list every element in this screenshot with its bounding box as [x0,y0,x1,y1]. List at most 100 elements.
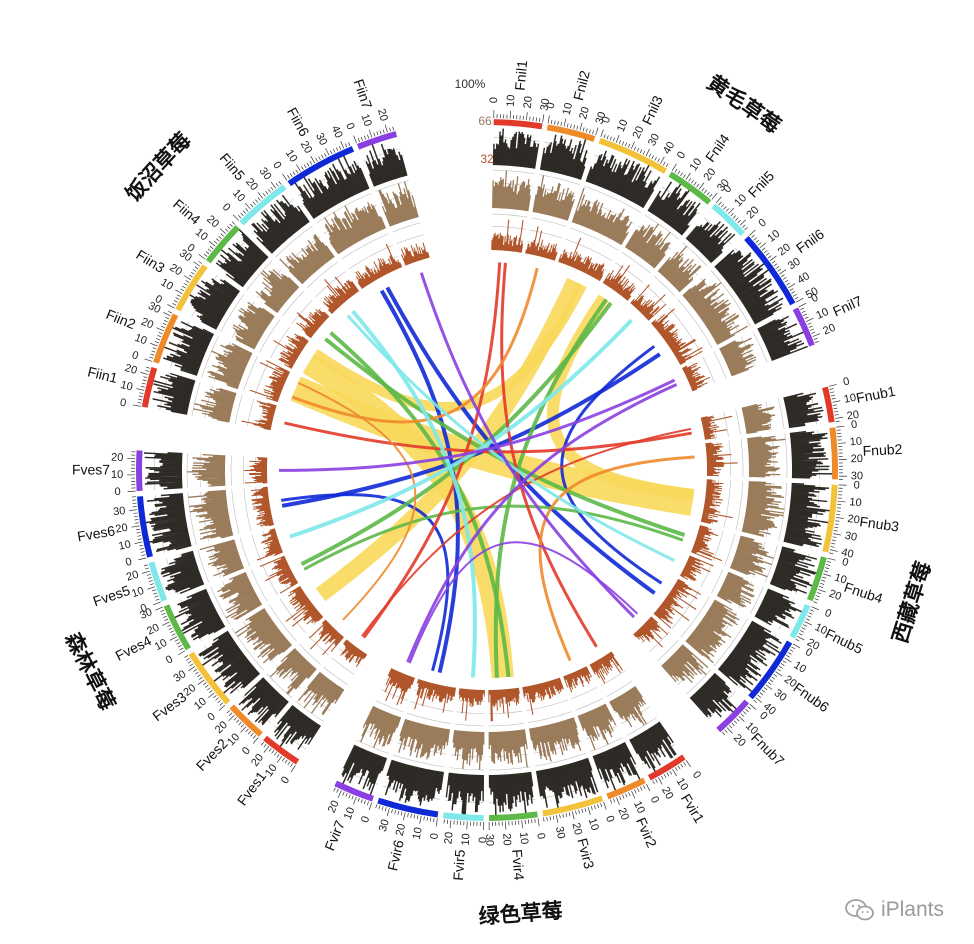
track-gridline [531,217,567,227]
track-gridline [615,262,644,283]
track-gridline [270,326,290,359]
density-bars [365,142,408,187]
synteny-link [538,455,695,662]
axis-tick [175,297,180,300]
tick-label: 30 [113,505,127,518]
tick-label: 50 [804,285,820,301]
axis-tick [654,156,657,161]
density-bars [259,555,299,594]
axis-tick [833,533,842,536]
track-gridline [488,766,531,771]
tick-label: 20 [125,569,140,584]
axis-tick [169,636,178,641]
track-gridline [656,640,679,662]
tick-label: 10 [732,192,749,209]
axis-tick [755,239,760,243]
axis-tick [435,818,438,827]
tick-label: 40 [840,546,855,560]
density-bars [492,128,540,169]
axis-tick [660,156,665,164]
axis-tick [829,549,838,552]
axis-tick [379,130,382,135]
track-gridline [258,401,266,429]
axis-tick [214,240,218,245]
tick-label: 10 [153,637,169,653]
track-gridline [396,234,424,244]
axis-tick [585,128,588,133]
track-gridline [724,534,736,566]
axis-tick [834,526,839,529]
axis-tick [207,248,212,252]
axis-tick [303,164,307,169]
tick-label: 0 [757,710,770,723]
track-gridline [375,180,409,192]
tick-label: 0 [279,775,292,787]
axis-tick [788,283,796,289]
track-gridline [713,351,727,379]
density-bars [681,362,711,392]
axis-tick [546,816,548,821]
axis-tick [238,215,242,219]
track-gridline [712,530,724,562]
axis-tick [252,737,259,744]
axis-tick [224,228,229,232]
axis-tick [739,219,747,226]
axis-tick [419,815,422,824]
axis-tick [539,117,541,122]
axis-tick [270,181,277,189]
tick-label: 20 [249,752,266,769]
axis-tick [749,229,756,236]
density-bars [285,585,324,627]
tick-label: 10 [133,332,149,348]
density-bars [488,729,528,768]
axis-tick [287,761,291,766]
axis-tick [742,224,746,228]
density-bars [650,308,703,366]
axis-tick [807,322,812,325]
axis-tick [240,724,244,728]
axis-tick [351,795,354,800]
species-label: 森林草莓 [60,628,119,714]
axis-tick [562,813,564,818]
track-scale-label: 66 [478,114,492,128]
axis-tick [618,139,622,144]
tick-label: 0 [809,292,820,305]
axis-tick [811,331,816,334]
chromosome-label: Fnil6 [793,226,827,257]
axis-tick [209,246,214,250]
track-gridline [242,621,274,662]
tick-label: 0 [690,769,703,781]
tick-label: 0 [270,160,283,172]
density-bars [279,234,335,285]
axis-tick [129,509,138,511]
axis-tick [146,573,151,576]
axis-tick [791,646,796,650]
axis-tick [559,814,561,819]
axis-tick [131,525,140,528]
chromosome-band [188,651,231,705]
axis-tick [813,601,818,604]
axis-tick [789,649,794,652]
track-gridline [648,631,670,653]
axis-tick [229,223,233,227]
axis-tick [149,583,154,586]
tick-label: 30 [786,256,803,273]
tick-label: 0 [130,349,140,362]
axis-tick [755,697,762,703]
synteny-link [297,381,417,621]
density-bars [682,278,748,345]
chromosome-label: Fnil3 [639,93,666,127]
axis-tick [384,124,388,133]
density-bars [384,668,415,706]
axis-tick [325,148,330,156]
axis-tick [696,183,700,188]
axis-tick [367,134,370,139]
tick-label: 10 [586,817,601,832]
axis-tick [170,630,175,633]
axis-tick [263,746,270,753]
track-gridline [680,596,710,638]
chromosome-label: Fvir7 [321,818,348,853]
axis-tick [378,805,381,810]
tick-label: 30 [172,668,189,685]
track-gridline [246,260,273,291]
